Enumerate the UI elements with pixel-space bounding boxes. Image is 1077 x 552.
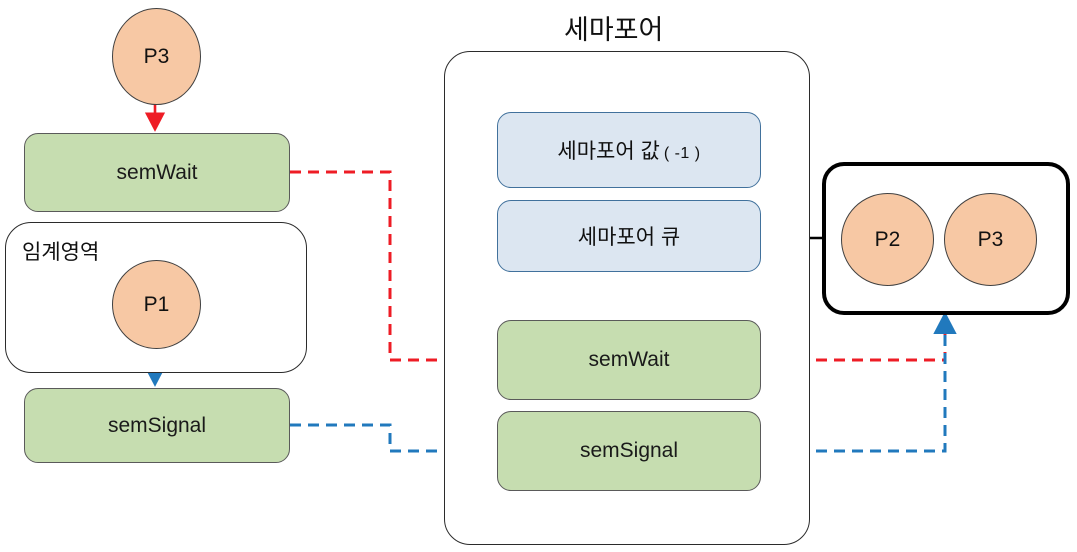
left-sem-signal-box[interactable]: semSignal <box>24 388 290 463</box>
process-p2-blocked[interactable]: P2 <box>841 193 934 286</box>
semaphore-sem-signal-label: semSignal <box>579 439 679 462</box>
process-p3-blocked-label: P3 <box>977 227 1004 251</box>
left-sem-signal-label: semSignal <box>107 413 207 437</box>
left-sem-wait-label: semWait <box>116 160 198 184</box>
semaphore-sem-signal-box[interactable]: semSignal <box>497 411 761 491</box>
critical-section-label: 임계영역 <box>22 241 100 264</box>
process-p3-top[interactable]: P3 <box>112 8 201 105</box>
semaphore-queue-label: 세마포어 큐 <box>577 226 681 249</box>
semaphore-sem-wait-label: semWait <box>588 348 670 371</box>
semaphore-sem-wait-box[interactable]: semWait <box>497 320 761 400</box>
semaphore-value-row: 세마포어 값 ( -1 ) <box>557 135 700 165</box>
left-sem-wait-box[interactable]: semWait <box>24 133 290 212</box>
process-p3-top-label: P3 <box>143 44 170 68</box>
process-p1[interactable]: P1 <box>112 260 201 349</box>
process-p3-blocked[interactable]: P3 <box>944 193 1037 286</box>
semaphore-value-box[interactable]: 세마포어 값 ( -1 ) <box>497 112 761 188</box>
semaphore-value-label: 세마포어 값 <box>557 140 660 163</box>
semaphore-value-number: ( -1 ) <box>663 145 701 162</box>
process-p2-blocked-label: P2 <box>874 227 901 251</box>
semaphore-queue-box[interactable]: 세마포어 큐 <box>497 200 761 272</box>
process-p1-label: P1 <box>143 292 170 316</box>
semaphore-title: 세마포어 <box>564 15 664 45</box>
